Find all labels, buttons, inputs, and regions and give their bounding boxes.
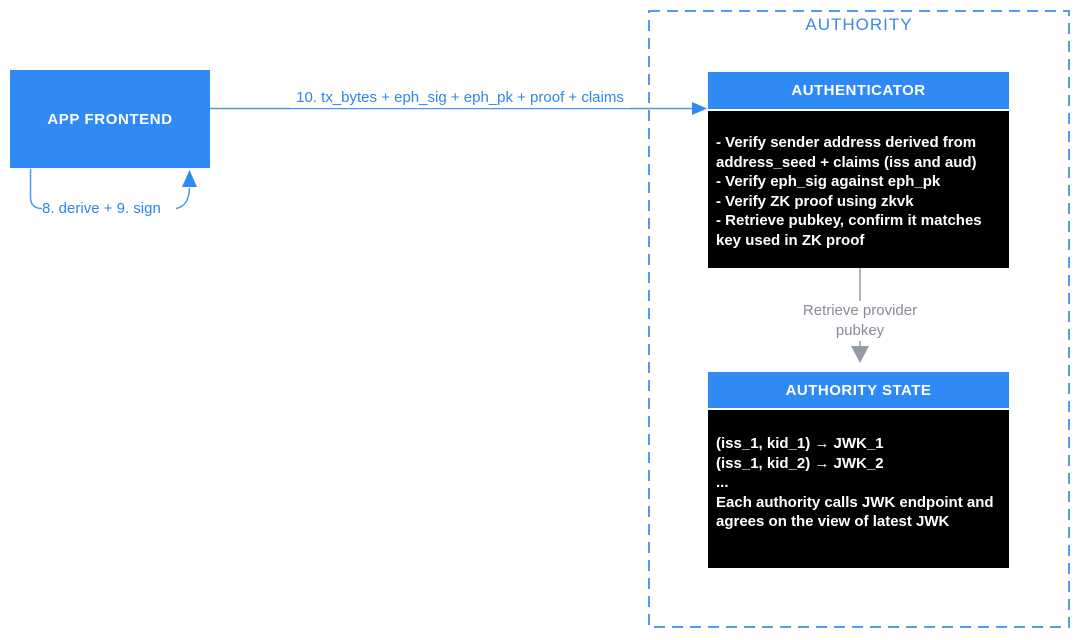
authority-state-header: AUTHORITY STATE — [708, 372, 1009, 408]
authority-state-line: (iss_1, kid_1) → JWK_1 — [716, 435, 884, 452]
authenticator-line: - Verify ZK proof using zkvk — [716, 192, 914, 210]
authenticator-title: AUTHENTICATOR — [791, 82, 926, 99]
authenticator-line: - Verify sender address derived from add… — [716, 134, 977, 171]
submit-arrow-label: 10. tx_bytes + eph_sig + eph_pk + proof … — [290, 87, 630, 108]
authenticator-line: - Verify eph_sig against eph_pk — [716, 173, 941, 190]
authority-state-line: ... — [716, 474, 729, 491]
retrieve-arrow-label: Retrieve provider pubkey — [786, 301, 934, 341]
authenticator-node: AUTHENTICATOR - Verify sender address de… — [708, 72, 1009, 268]
authority-state-line: Each authority calls JWK endpoint and ag… — [716, 493, 994, 531]
derive-sign-label: 8. derive + 9. sign — [42, 200, 161, 217]
app-frontend-label: APP FRONTEND — [47, 110, 173, 128]
authority-container-title: AUTHORITY — [805, 15, 913, 34]
authenticator-line: - Retrieve pubkey, confirm it matches ke… — [716, 212, 982, 249]
authenticator-header: AUTHENTICATOR — [708, 72, 1009, 109]
authority-state-body: (iss_1, kid_1) → JWK_1 (iss_1, kid_2) → … — [708, 410, 1009, 568]
authority-state-title: AUTHORITY STATE — [785, 381, 932, 399]
app-frontend-node: APP FRONTEND — [10, 70, 210, 168]
authority-state-line: (iss_1, kid_2) → JWK_2 — [716, 454, 884, 472]
authenticator-body: - Verify sender address derived from add… — [708, 111, 1009, 268]
authority-state-node: AUTHORITY STATE (iss_1, kid_1) → JWK_1 (… — [708, 372, 1009, 568]
retrieve-arrowhead-icon — [851, 346, 869, 363]
submit-arrowhead-icon — [692, 102, 707, 115]
derive-sign-arrowhead-icon — [182, 170, 197, 187]
